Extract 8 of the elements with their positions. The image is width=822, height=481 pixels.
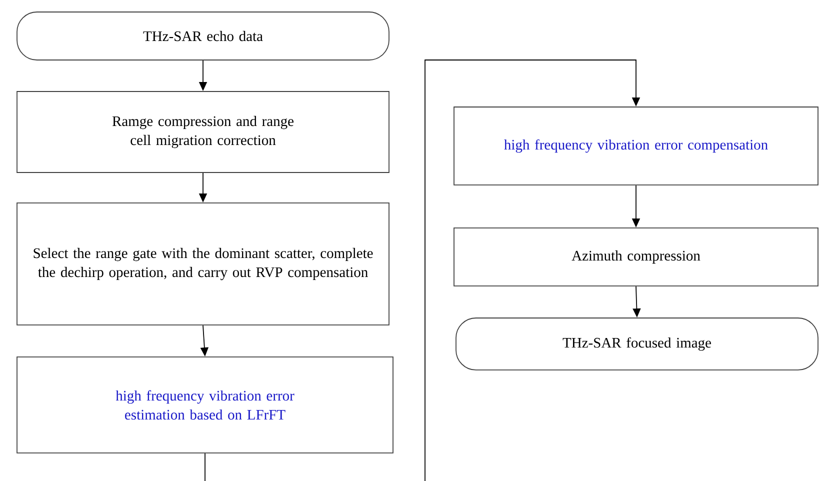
terminal-box: THz-SAR echo data [16, 12, 390, 60]
process-box: high frequency vibration error compensation [454, 106, 818, 186]
terminal-box: THz-SAR focused image [456, 318, 818, 370]
process-box: Azimuth compression [454, 228, 818, 286]
process-box: Ramge compression and range cell migration correction [16, 91, 390, 173]
arrow [204, 60, 640, 481]
process-box: high frequency vibration error estimation based on LFrFT [16, 356, 394, 454]
process-box: Select the range gate with the dominant scatter, complete the dechirp operation, and carry out RVP compensation [16, 202, 390, 326]
